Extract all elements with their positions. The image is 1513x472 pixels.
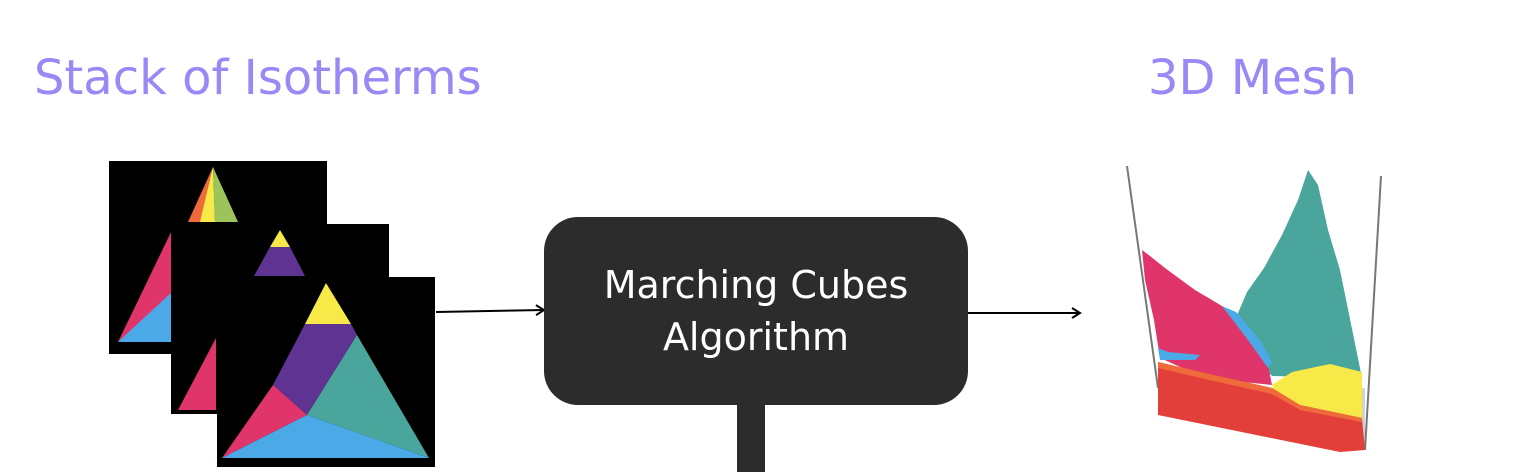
mesh-red-base bbox=[1158, 362, 1365, 452]
slice-middle-pink-region bbox=[178, 338, 216, 410]
marching-cubes-algorithm-box: Marching Cubes Algorithm bbox=[544, 217, 968, 405]
process-label-line2: Algorithm bbox=[662, 315, 850, 359]
process-box-connector bbox=[737, 405, 765, 472]
3d-mesh-heading: 3D Mesh bbox=[1148, 50, 1358, 106]
3d-mesh-render bbox=[1126, 165, 1382, 452]
isotherm-slice-front bbox=[217, 277, 435, 467]
slice-front-yellow-region bbox=[305, 283, 351, 324]
slice-front-teal-region bbox=[307, 335, 429, 458]
mesh-yellow-surface bbox=[1272, 364, 1362, 418]
arrow-input bbox=[435, 304, 546, 316]
stack-of-isotherms-heading: Stack of Isotherms bbox=[34, 50, 482, 106]
slice-back-yellow-region bbox=[200, 167, 215, 222]
mesh-teal-surface bbox=[1235, 170, 1362, 378]
slice-middle-yellow-region bbox=[270, 230, 290, 247]
marching-cubes-algorithm-label: Marching Cubes Algorithm bbox=[604, 259, 909, 363]
process-label-line1: Marching Cubes bbox=[603, 263, 909, 307]
slice-front-pink-region bbox=[222, 385, 307, 458]
slice-back-blue-region bbox=[118, 292, 172, 342]
slice-middle-purple-region bbox=[254, 247, 305, 276]
slice-front-blue-region bbox=[222, 415, 429, 458]
slice-front-purple-region bbox=[273, 324, 357, 415]
slice-back-green-region bbox=[213, 167, 238, 222]
mesh-frame-right-edge bbox=[1364, 175, 1382, 451]
mesh-frame-left-edge bbox=[1126, 165, 1159, 389]
mesh-pink-surface bbox=[1142, 250, 1272, 385]
